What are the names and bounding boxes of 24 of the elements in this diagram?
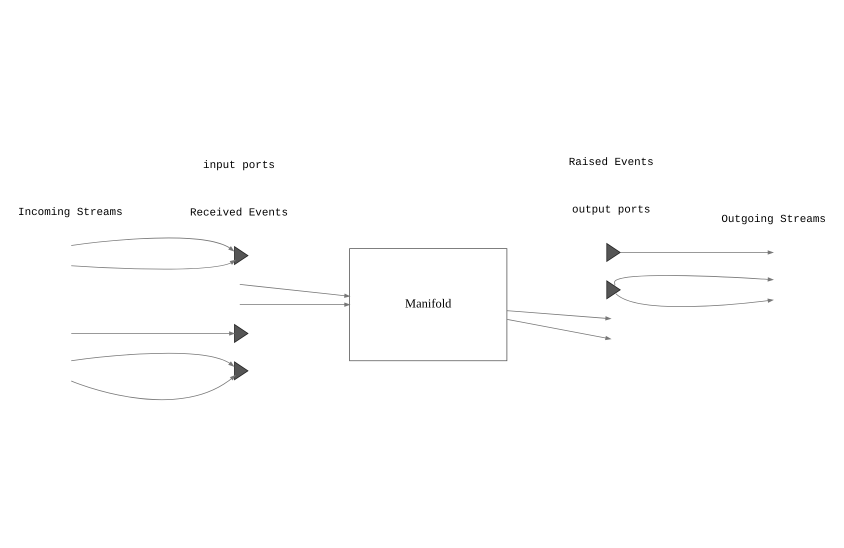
- arrow: [70, 374, 236, 400]
- arrow: [70, 352, 234, 367]
- arrow: [70, 238, 234, 252]
- node-triangle: [234, 361, 249, 381]
- arrow: [506, 310, 612, 320]
- label: Raised Events: [568, 157, 654, 170]
- label: input ports: [203, 160, 275, 172]
- node-box: Manifold: [349, 248, 508, 362]
- node-triangle: [234, 246, 249, 266]
- label: Incoming Streams: [18, 206, 123, 219]
- arrow: [620, 250, 774, 255]
- arrow: [239, 302, 351, 307]
- arrow: [70, 260, 236, 270]
- node-triangle: [234, 324, 249, 344]
- arrow: [614, 275, 774, 286]
- arrow: [70, 331, 236, 336]
- label: Outgoing Streams: [721, 214, 826, 226]
- label: Received Events: [190, 208, 288, 220]
- arrow: [506, 319, 612, 340]
- node-triangle: [606, 280, 621, 300]
- node-triangle: [606, 242, 621, 262]
- label: output ports: [572, 204, 650, 217]
- arrow: [616, 293, 774, 307]
- arrow: [239, 284, 351, 298]
